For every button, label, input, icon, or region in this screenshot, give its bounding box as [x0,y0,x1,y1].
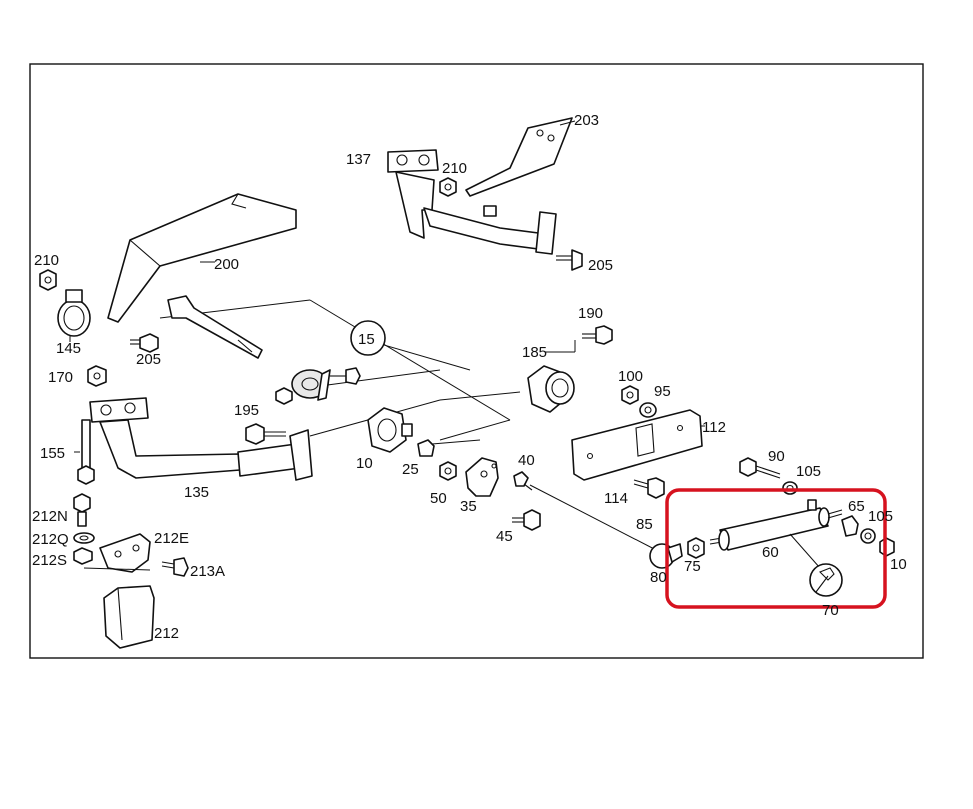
exhaust-pipe-137 [387,149,557,255]
label-25: 25 [402,461,419,478]
label-195: 195 [234,402,259,419]
label-112: 112 [702,419,726,436]
bracket-112 [571,409,705,481]
washer-212Q [73,532,95,544]
nut-50 [439,461,457,481]
exhaust-pipe-135 [89,397,313,481]
shield-212 [103,585,155,649]
label-75: 75 [684,558,701,575]
wrench-icon [809,563,843,597]
label-100: 100 [618,368,643,385]
label-135: 135 [184,484,209,501]
washer-105-upper [782,481,798,495]
label-114: 114 [604,490,628,507]
callout-15 [350,320,386,356]
rod-center [167,295,263,359]
bolt-212N [73,493,91,527]
label-80: 80 [650,569,667,586]
label-137: 137 [346,151,371,168]
label-40: 40 [518,452,535,469]
label-105-upper: 105 [796,463,821,480]
label-203: 203 [574,112,599,129]
nut-210-left [39,269,57,291]
label-205-upper: 205 [588,257,613,274]
nut-210-upper [439,177,457,197]
nut-100 [621,385,639,405]
pin-40 [513,471,533,491]
label-50: 50 [430,490,447,507]
label-145: 145 [56,340,81,357]
nut-10-lower [879,537,895,557]
bolt-213A [161,557,189,577]
label-205-left: 205 [136,351,161,368]
bracket-35 [465,457,499,497]
highlight-box [665,488,887,609]
label-210-left: 210 [34,252,59,269]
label-10-lower: 10 [890,556,907,573]
label-212N: 212N [32,508,68,525]
label-190: 190 [578,305,603,322]
flange-185 [527,365,575,413]
bolt-90 [739,457,781,479]
label-60: 60 [762,544,779,561]
label-35: 35 [460,498,477,515]
label-105-lower: 105 [868,508,893,525]
clamp-10-upper [367,407,413,453]
bolt-155 [74,419,95,485]
bolt-195 [245,423,286,445]
clamp-145 [57,289,91,342]
label-213A: 213A [190,563,225,580]
bolt-205-upper [556,249,583,271]
label-70: 70 [822,602,839,619]
bolt-190 [582,325,613,345]
label-212E: 212E [154,530,189,547]
label-212: 212 [154,625,179,642]
label-155: 155 [40,445,65,462]
bracket-200 [107,193,297,323]
label-85: 85 [636,516,653,533]
bracket-212E [83,533,151,573]
label-45: 45 [496,528,513,545]
bolt-205-left [130,333,159,353]
damper-60 [709,499,843,569]
bracket-203 [465,117,576,197]
label-15: 15 [358,331,375,348]
washer-105-lower [860,528,876,544]
bolt-45 [512,509,541,531]
label-200: 200 [214,256,239,273]
nut-170 [87,365,107,387]
washer-95 [639,402,657,418]
label-170: 170 [48,369,73,386]
label-212S: 212S [32,552,67,569]
nut-75 [687,537,705,559]
bushing-65 [841,515,859,537]
label-90: 90 [768,448,785,465]
cap-25 [417,439,435,457]
label-210-upper: 210 [442,160,467,177]
diagram-frame [29,63,924,659]
label-10-upper: 10 [356,455,373,472]
label-185: 185 [522,344,547,361]
label-212Q: 212Q [32,531,69,548]
disc-part [275,367,361,405]
part-labels: 203 137 210 205 200 210 145 205 15 190 1… [32,112,907,642]
bolt-114 [633,477,665,499]
label-65: 65 [848,498,865,515]
label-95: 95 [654,383,671,400]
nut-212S [73,547,93,565]
